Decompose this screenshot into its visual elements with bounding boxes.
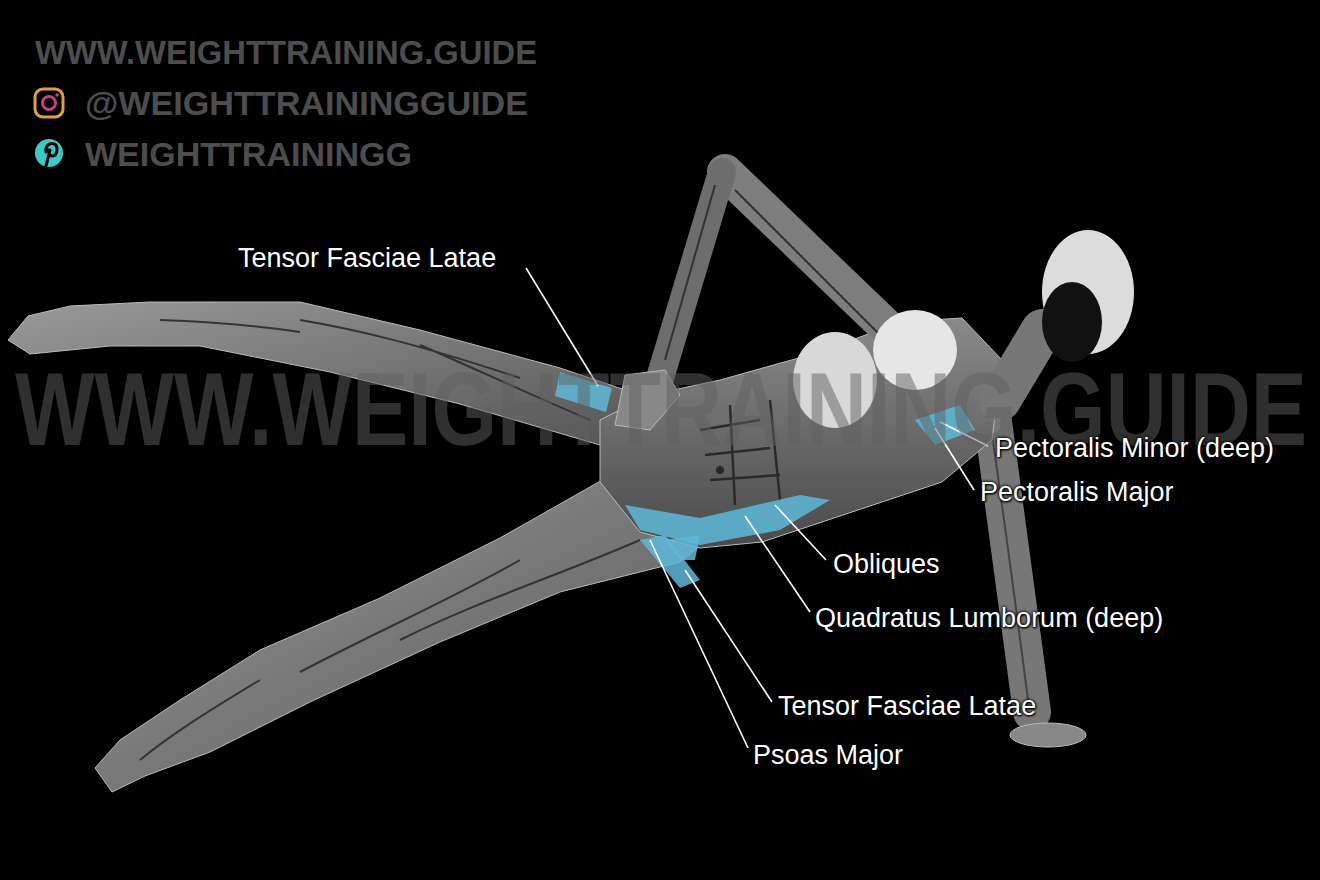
muscle-label: Quadratus Lumborum (deep)	[815, 603, 1163, 634]
pinterest-icon	[35, 139, 63, 167]
muscle-label: Pectoralis Minor (deep)	[995, 433, 1274, 464]
social-handle: @WEIGHTTRAININGGUIDE	[85, 84, 528, 123]
muscle-label: Tensor Fasciae Latae	[238, 243, 496, 274]
muscle-label: Psoas Major	[753, 740, 903, 771]
leader-line	[526, 268, 988, 748]
raised-arm	[725, 172, 900, 340]
muscle-label: Obliques	[833, 549, 940, 580]
social-handle: WEIGHTTRAININGG	[85, 135, 412, 174]
watermark-text: WWW.WEIGHTTRAINING.GUIDE	[35, 33, 537, 72]
bottom-leg	[95, 470, 720, 792]
instagram-icon	[35, 89, 63, 117]
muscle-label: Pectoralis Major	[980, 477, 1174, 508]
muscle-label: Tensor Fasciae Latae	[778, 691, 1036, 722]
